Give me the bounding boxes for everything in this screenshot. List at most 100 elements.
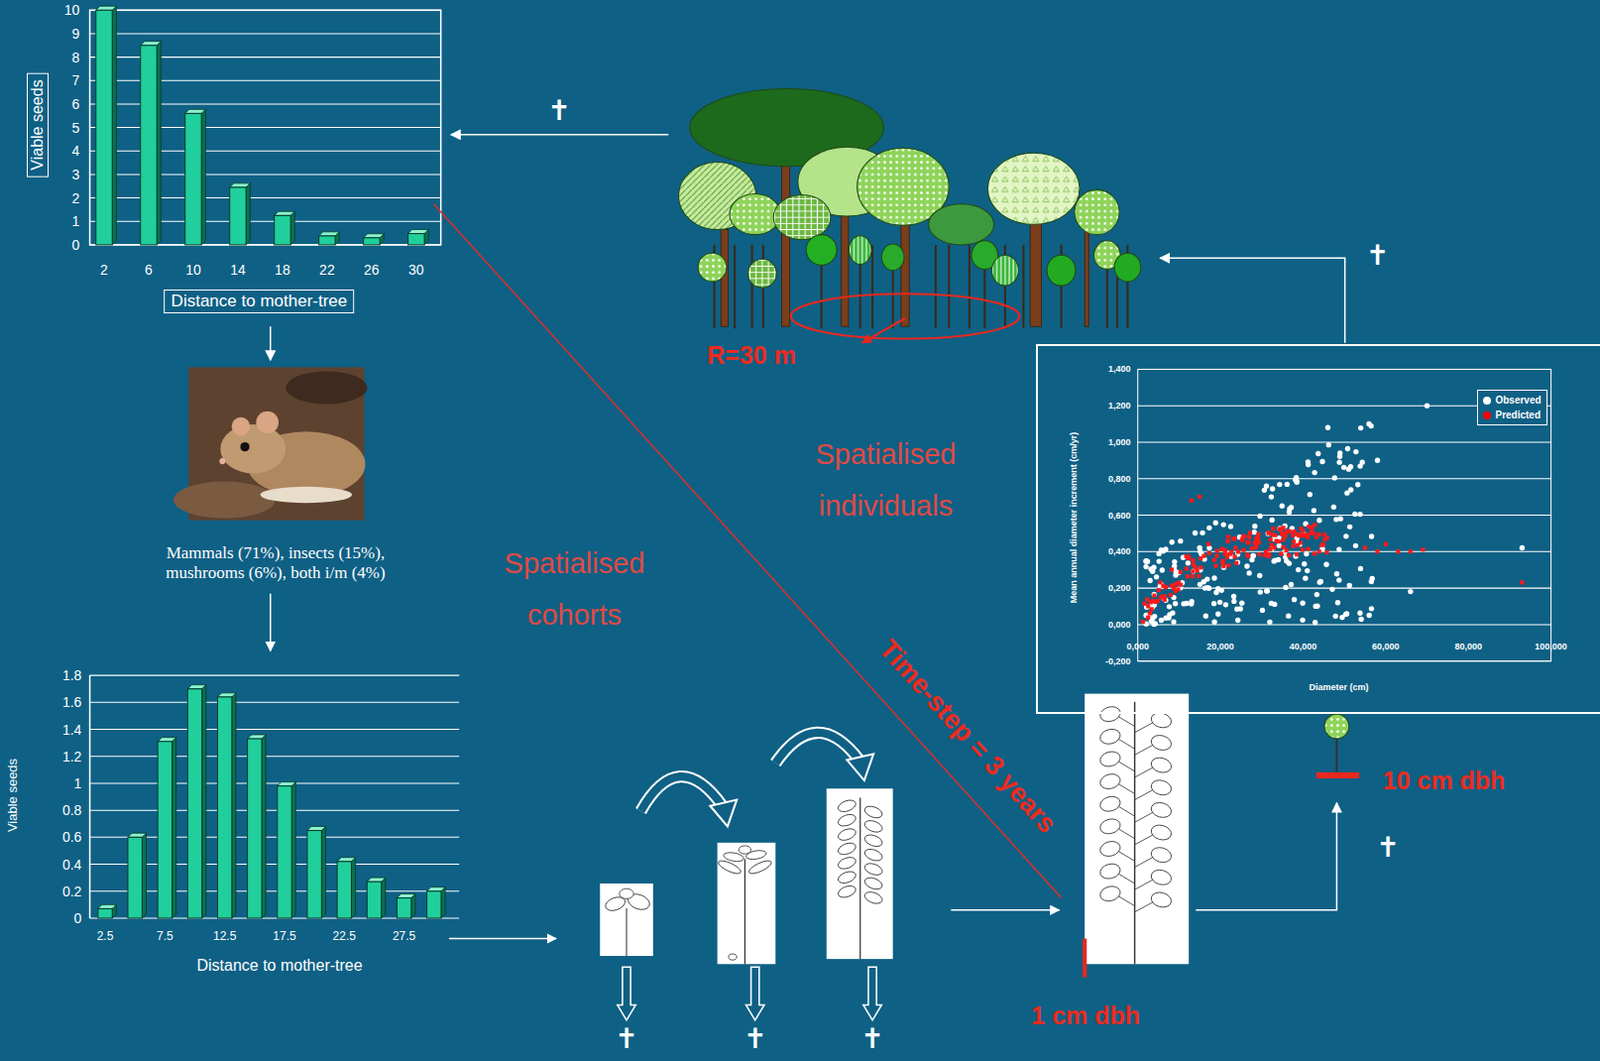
observed-point: [1177, 538, 1183, 544]
observed-point: [1336, 546, 1342, 552]
predicted-point: [1298, 526, 1303, 531]
predicted-point: [1178, 570, 1183, 574]
leaf: [1149, 890, 1174, 910]
observed-point: [1188, 598, 1194, 604]
predicted-point: [1236, 549, 1241, 554]
branch: [1114, 758, 1157, 778]
bar: [319, 235, 336, 245]
observed-point: [1215, 585, 1221, 591]
predicted-point: [1169, 567, 1174, 572]
stem: [625, 908, 627, 956]
tick-label: 60,000: [1371, 641, 1400, 652]
predicted-point: [1317, 532, 1322, 537]
observed-point: [1336, 576, 1342, 582]
predicted-point: [1171, 585, 1176, 590]
predicted-point: [1162, 594, 1167, 599]
observed-point: [1257, 513, 1262, 519]
observed-point: [1153, 573, 1159, 579]
annotation: Spatialised cohorts: [480, 537, 670, 641]
predicted-point: [1193, 565, 1198, 570]
leaf: [836, 798, 858, 814]
trunk: [751, 244, 754, 329]
tick-label: 8: [71, 49, 80, 66]
predicted-point: [1206, 542, 1211, 547]
tick-label: 0,800: [1108, 473, 1132, 484]
predicted-point: [1291, 539, 1296, 544]
observed-point: [1323, 562, 1329, 568]
tick-label: 2: [100, 261, 109, 278]
mortality-arrow: [745, 966, 765, 1021]
tick-label: 40,000: [1289, 641, 1318, 652]
observed-point: [1285, 612, 1291, 618]
observed-point: [1299, 617, 1305, 623]
predicted-point: [1420, 547, 1425, 552]
observed-point: [1206, 525, 1212, 531]
leaf: [836, 840, 858, 857]
leaf: [1098, 794, 1123, 813]
predicted-point: [1262, 553, 1267, 558]
mouse-head: [220, 424, 286, 473]
tick-label: 80,000: [1454, 641, 1483, 652]
observed-point: [1319, 458, 1325, 464]
predicted-point: [1150, 598, 1155, 603]
tree-crown: [1074, 189, 1120, 234]
observed-point: [1369, 533, 1374, 539]
bar-top: [217, 692, 236, 697]
bar: [98, 908, 113, 918]
bar-top: [363, 233, 385, 238]
observed-point: [1374, 457, 1380, 463]
tick-label: 0,200: [1108, 582, 1132, 593]
growth-arrow-head: [709, 800, 737, 827]
predicted-point: [1266, 531, 1271, 536]
bar-top: [277, 782, 297, 787]
observed-point: [1151, 591, 1157, 597]
observed-point: [1211, 619, 1217, 625]
predicted-point: [1248, 530, 1253, 535]
leaf: [1098, 704, 1123, 724]
bar-top: [229, 183, 251, 188]
growth-arrow-inner: [775, 732, 859, 764]
observed-point: [1217, 599, 1223, 605]
predicted-point: [1233, 554, 1238, 559]
bar-top: [307, 825, 327, 830]
observed-point: [1234, 606, 1240, 612]
observed-point: [1269, 485, 1275, 491]
observed-point: [1329, 586, 1335, 592]
observed-point: [1249, 557, 1255, 563]
bar: [229, 187, 246, 245]
observed-point: [1315, 451, 1321, 457]
bar-top: [187, 685, 207, 689]
tree-crown: [729, 193, 781, 234]
predicted-point: [1215, 554, 1220, 559]
radius-arrow: [862, 318, 906, 343]
bar: [96, 9, 113, 245]
observed-point: [1305, 458, 1311, 464]
grid-line: [90, 809, 460, 811]
bar-side: [441, 887, 446, 918]
observed-point: [1358, 566, 1364, 572]
branch: [1114, 736, 1157, 756]
tick-label: 1: [74, 775, 83, 792]
grid-line: [90, 701, 460, 703]
predicted-point: [1519, 579, 1524, 584]
observed-point: [1149, 615, 1155, 621]
predicted-point: [1163, 584, 1168, 589]
seedling-panel: [826, 788, 894, 959]
observed-point: [1252, 529, 1258, 535]
radius-circle: [791, 293, 1021, 339]
tick-label: 0.2: [62, 883, 82, 900]
leaf: [1149, 867, 1174, 887]
observed-point: [1353, 543, 1359, 549]
bar-top: [408, 228, 430, 233]
tick-label: 0,400: [1108, 546, 1132, 557]
flow-connector: [1159, 257, 1345, 343]
diagram-node: Mammals (71%), insects (15%), mushrooms …: [116, 361, 434, 591]
tick-label: 7.5: [156, 928, 174, 943]
trunk: [934, 244, 937, 329]
predicted-point: [1223, 552, 1228, 557]
annotation: Time-step = 3 years: [872, 633, 1062, 839]
seed-chart: [90, 5, 442, 245]
seedling-panel: [599, 883, 654, 956]
bar: [217, 696, 231, 918]
diagram-node: 1 cm dbh: [1020, 687, 1194, 1035]
